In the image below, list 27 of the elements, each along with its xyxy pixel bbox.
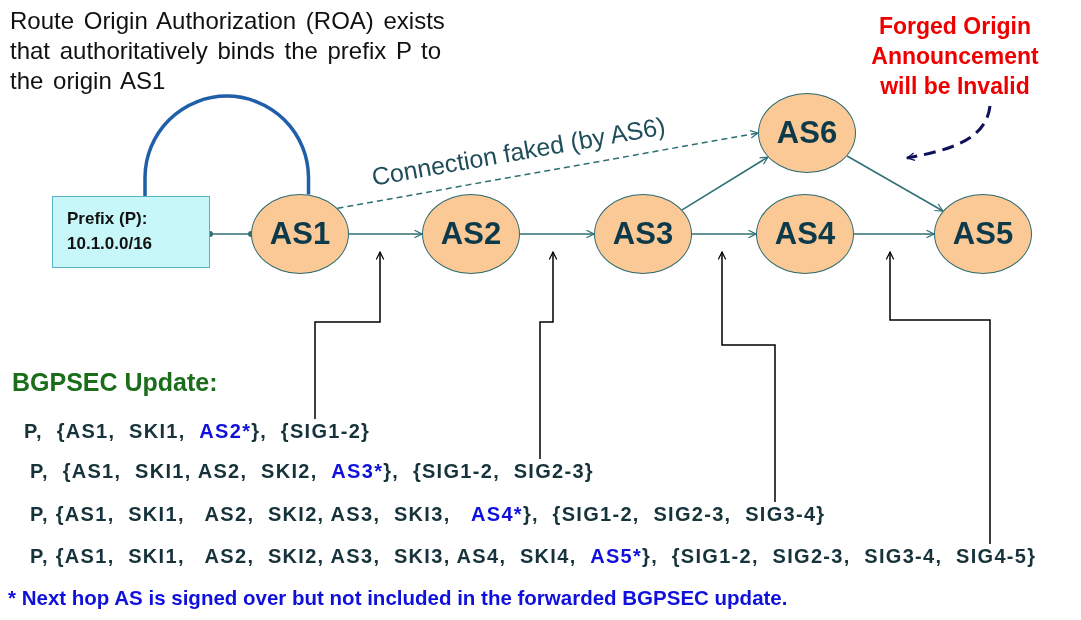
arrow [348,229,423,239]
leader-line [717,251,776,503]
as-ellipse: AS1 [251,194,349,274]
arrow [846,155,944,212]
leader-line [314,251,385,420]
as-ellipse: AS6 [758,93,856,173]
leader-line [906,105,992,161]
section-heading: BGPSEC Update: [12,368,219,397]
edge-label: Connection faked (by AS6) [369,111,668,191]
update-text: P, {AS1, SKI1, AS2, SKI2, AS3, SKI3, AS4*}, {SIG1-2, SIG2-3, SIG3-4} [30,502,826,526]
arrow [681,156,769,211]
as-ellipse: AS4 [756,194,854,274]
leader-line [885,251,991,545]
as-ellipse: AS3 [594,194,692,274]
leader-line [539,251,558,460]
arrow [519,229,595,239]
as-ellipse: AS2 [422,194,520,274]
footnote-text: * Next hop AS is signed over but not included in the forwarded BGPSEC update. [8,586,789,610]
arrow [853,229,935,239]
update-text: P, {AS1, SKI1, AS2, SKI2, AS3, SKI3, AS4, SKI4, AS5*}, {SIG1-2, SIG2-3, SIG3-4, SIG4-5} [30,544,1037,568]
as-ellipse: AS5 [934,194,1032,274]
arrow [691,229,757,239]
arc-line [143,94,311,196]
update-text: P, {AS1, SKI1, AS2, SKI2, AS3*}, {SIG1-2, SIG2-3} [30,459,594,483]
note-text: Route Origin Authorization (ROA) exists that authoritatively binds the prefix P to the origin AS1 [10,6,446,96]
prefix-box: Prefix (P): 10.1.0.0/16 [52,196,210,268]
update-text: P, {AS1, SKI1, AS2*}, {SIG1-2} [24,419,371,443]
